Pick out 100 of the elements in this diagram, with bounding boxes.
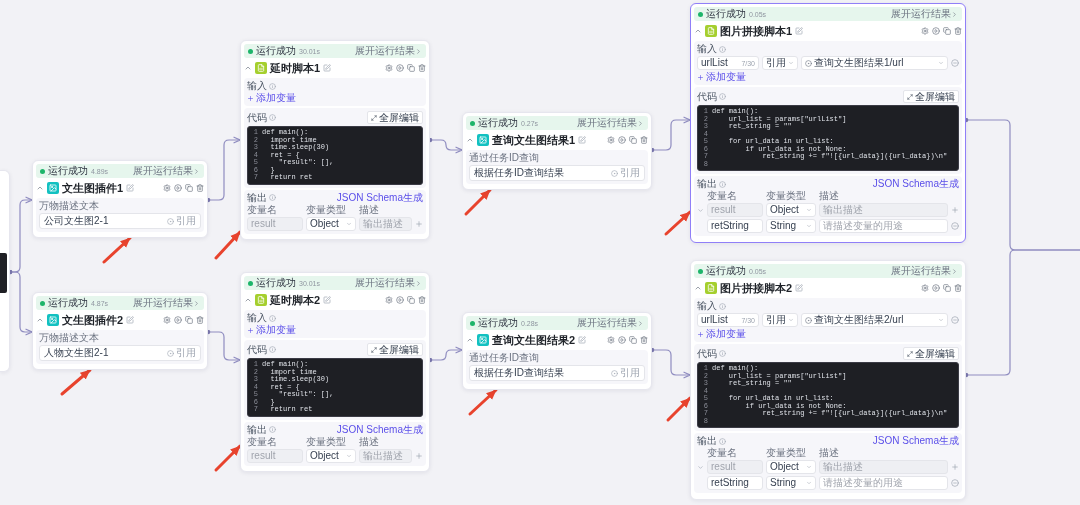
annotation-arrow [666,396,692,422]
reference-select: 查询文生图结果2/url [801,313,948,327]
expand-results-link: 展开运行结果 [133,298,200,308]
variable-name-field: result [707,203,763,217]
node-title: 文生图插件2 [62,314,124,326]
variable-name-field: retString [707,219,763,233]
column-header: 描述 [359,204,380,215]
node-card [690,260,966,500]
source-label: 引用 [620,368,640,378]
schema-link: JSON Schema生成 [336,424,423,435]
annotation-arrow [468,388,498,416]
source-select: 引用 [762,313,798,327]
field-value: 根据任务ID查询结果 [474,368,564,378]
node-card [240,40,430,240]
source-label: 引用 [176,216,196,226]
description-field: 输出描述 [819,203,948,217]
node-card [32,292,208,370]
schema-link: JSON Schema生成 [872,436,959,446]
annotation-arrow [214,230,242,260]
section-label: 代码 [697,348,717,359]
section-label: 输入 [247,81,267,91]
description-field: 输出描述 [359,448,412,463]
add-variable-link: 添加变量 [247,93,423,103]
status-text: 运行成功 [478,318,518,328]
type-select: Object [306,216,356,231]
annotation-arrow [214,444,242,472]
fullscreen-edit-button: 全屏编辑 [367,343,423,356]
node-card [462,312,652,390]
description-field: 请描述变量的用途 [819,476,948,490]
section-label: 输出 [247,192,267,203]
column-header: 变量名 [247,436,278,447]
expand-results-link: 展开运行结果 [577,118,644,128]
column-header: 变量类型 [306,436,347,447]
column-header: 描述 [359,436,380,447]
description-field: 输出描述 [819,460,948,474]
node-card [462,112,652,190]
field-label: 通过任务ID查询 [469,153,540,163]
add-variable-link: 添加变量 [697,329,959,339]
node-title: 文生图插件1 [62,182,124,194]
field-value: 公司文生图2-1 [44,216,109,226]
status-text: 运行成功 [256,278,296,288]
fullscreen-edit-button: 全屏编辑 [903,347,959,360]
column-header: 变量类型 [766,191,807,201]
field-label: 通过任务ID查询 [469,353,540,363]
column-header: 变量名 [707,448,738,458]
field-value: urlList [701,58,728,68]
section-label: 输入 [697,44,717,54]
section-label: 输出 [697,179,717,189]
variable-name-field: result [247,216,303,231]
node-card [690,3,966,243]
status-text: 运行成功 [256,46,296,56]
type-select: String [766,476,816,490]
description-field: 输出描述 [359,216,412,231]
annotation-arrow [464,188,492,216]
expand-results-link: 展开运行结果 [891,9,958,19]
source-label: 引用 [620,168,640,178]
section-label: 输入 [247,313,267,323]
section-label: 代码 [697,91,717,102]
fullscreen-edit-button: 全屏编辑 [367,111,423,124]
variable-name-field: retString [707,476,763,490]
column-header: 描述 [819,448,840,458]
node-title: 图片拼接脚本1 [720,25,793,37]
schema-link: JSON Schema生成 [872,179,959,189]
field-label: 万物描述文本 [39,201,100,211]
fullscreen-edit-button: 全屏编辑 [903,90,959,103]
section-label: 输出 [697,436,717,446]
column-header: 变量名 [707,191,738,201]
column-header: 描述 [819,191,840,201]
node-title: 查询文生图结果2 [492,334,576,346]
column-header: 变量类型 [306,204,347,215]
status-text: 运行成功 [478,118,518,128]
source-label: 引用 [176,348,196,358]
annotation-arrow [664,210,692,236]
node-title: 图片拼接脚本2 [720,282,793,294]
expand-results-link: 展开运行结果 [577,318,644,328]
node-title: 延时脚本2 [270,294,321,306]
connector [7,269,33,336]
status-text: 运行成功 [706,9,746,19]
node-card [0,170,10,372]
description-field: 请描述变量的用途 [819,219,948,233]
field-value: urlList [701,315,728,325]
add-variable-link: 添加变量 [697,72,959,82]
variable-name-field: result [247,448,303,463]
status-text: 运行成功 [48,298,88,308]
section-label: 代码 [247,112,267,123]
column-header: 变量类型 [766,448,807,458]
type-select: Object [766,203,816,217]
node-card [240,272,430,472]
section-label: 输出 [247,424,267,435]
node-title: 延时脚本1 [270,62,321,74]
node-title: 查询文生图结果1 [492,134,576,146]
status-text: 运行成功 [48,166,88,176]
annotation-arrow [60,368,92,396]
reference-select: 查询文生图结果1/url [801,56,948,70]
expand-results-link: 展开运行结果 [133,166,200,176]
field-label: 万物描述文本 [39,333,100,343]
type-select: Object [766,460,816,474]
type-select: String [766,219,816,233]
section-label: 代码 [247,344,267,355]
column-header: 变量名 [247,204,278,215]
